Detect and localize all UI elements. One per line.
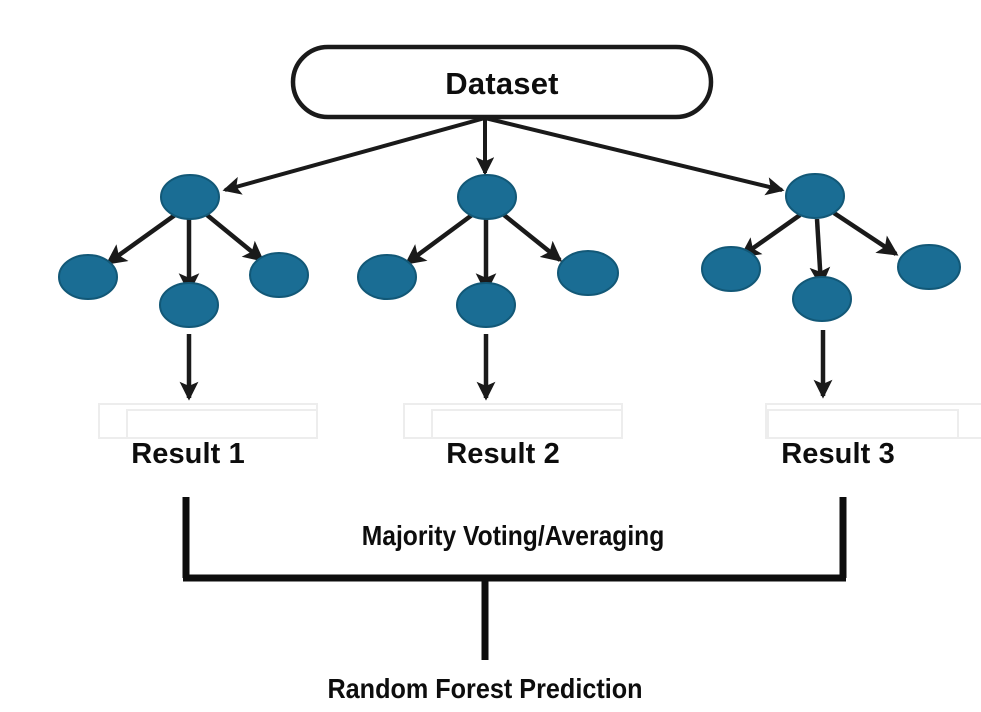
tree2-leaf-node-3 <box>557 250 619 296</box>
decision-tree-1 <box>58 174 309 401</box>
decision-tree-2 <box>357 174 619 401</box>
arrow-tree3-root-to-child1 <box>739 213 802 258</box>
result-placeholder-boxes <box>98 403 981 439</box>
tree2-leaf-node-1 <box>357 254 417 300</box>
tree2-leaf-node-2 <box>456 282 516 328</box>
arrow-dataset-to-tree-3 <box>484 116 785 196</box>
decision-tree-3 <box>701 173 961 399</box>
tree3-leaf-node-1 <box>701 246 761 292</box>
arrow-tree3-root-to-child2 <box>809 218 831 288</box>
tree2-root-node <box>457 174 517 220</box>
dataset-to-trees-arrows <box>222 116 785 196</box>
arrow-tree2-root-to-child1 <box>404 213 474 265</box>
tree1-leaf-node-3 <box>249 252 309 298</box>
tree1-root-node <box>160 174 220 220</box>
tree1-leaf-node-1 <box>58 254 118 300</box>
tree1-leaf-node-2 <box>159 282 219 328</box>
tree3-leaf-node-3 <box>897 244 961 290</box>
aggregation-bracket <box>182 497 847 660</box>
arrow-tree3-root-to-child3 <box>832 211 899 256</box>
tree3-root-node <box>785 173 845 219</box>
arrow-tree1-root-to-child3 <box>205 213 265 262</box>
arrow-dataset-to-tree-1 <box>222 116 486 195</box>
arrow-tree2-root-to-child3 <box>502 213 563 262</box>
dataset-node <box>290 44 714 120</box>
tree3-leaf-node-2 <box>792 276 852 322</box>
arrow-tree1-root-to-child1 <box>105 213 177 265</box>
